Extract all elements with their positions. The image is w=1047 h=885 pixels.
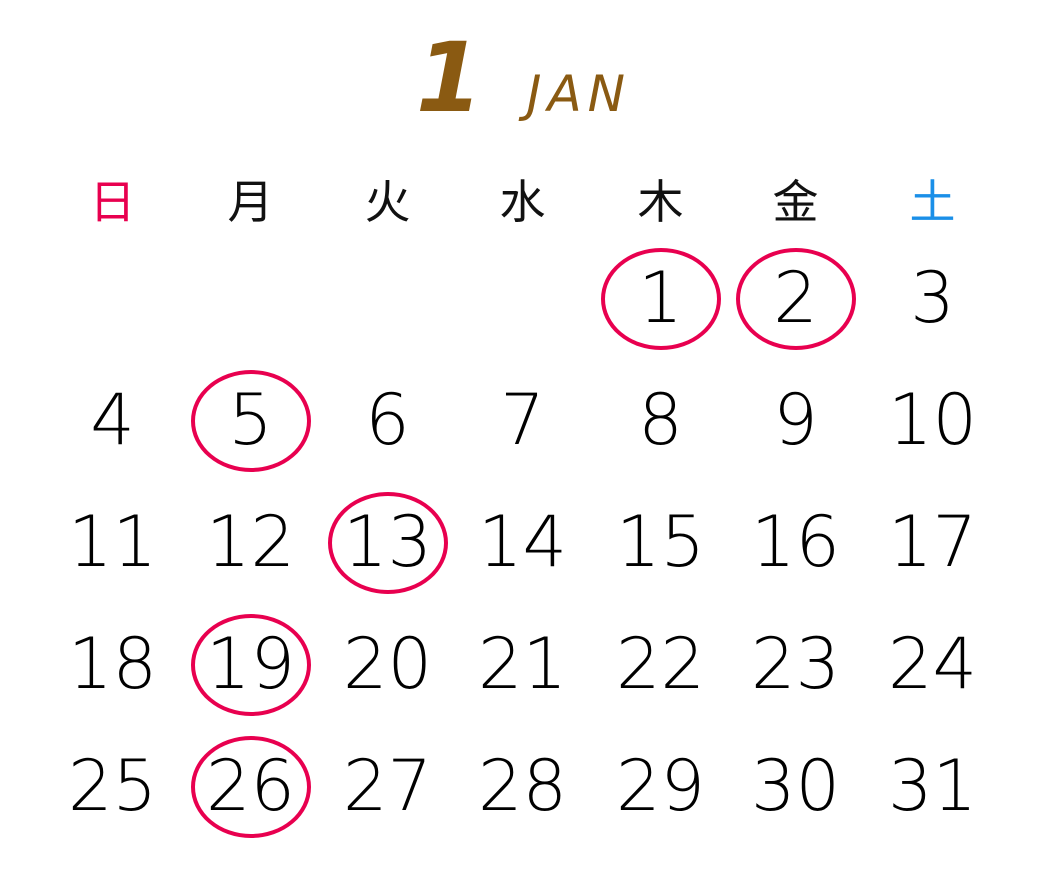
- day-cell: 22: [615, 623, 706, 705]
- month-name: JAN: [526, 65, 632, 123]
- day-cell-circled: 2: [727, 243, 864, 353]
- day-cell: 20: [342, 623, 433, 705]
- weekday-label: 日: [89, 175, 136, 229]
- day-cell: 10: [887, 379, 978, 461]
- day-cell: 11: [67, 501, 158, 583]
- day-cell: 23: [750, 623, 841, 705]
- day-cell: 24: [887, 623, 978, 705]
- day-cell: 4: [90, 379, 135, 461]
- weekday-label: 土: [909, 175, 956, 229]
- day-cell: 21: [477, 623, 568, 705]
- day-cell-circled: 13: [319, 487, 456, 597]
- day-cell: 27: [342, 745, 433, 827]
- month-number: 1: [415, 22, 483, 134]
- day-cell: 3: [910, 257, 955, 339]
- day-cell: 28: [477, 745, 568, 827]
- day-cell: 31: [887, 745, 978, 827]
- day-cell: 8: [638, 379, 683, 461]
- weekday-label: 月: [227, 175, 274, 229]
- day-cell-circled: 5: [182, 365, 319, 475]
- weekday-label: 金: [772, 175, 819, 229]
- weekday-label: 火: [364, 175, 411, 229]
- day-cell: 18: [67, 623, 158, 705]
- day-cell: 7: [500, 379, 545, 461]
- day-cell: 12: [205, 501, 296, 583]
- day-cell: 14: [477, 501, 568, 583]
- weekday-label: 木: [637, 175, 684, 229]
- day-cell: 17: [887, 501, 978, 583]
- day-cell: 9: [773, 379, 818, 461]
- day-cell: 16: [750, 501, 841, 583]
- weekday-label: 水: [499, 175, 546, 229]
- month-title: 1 JAN: [0, 22, 1047, 134]
- day-cell: 30: [750, 745, 841, 827]
- day-cell: 25: [67, 745, 158, 827]
- day-cell: 6: [365, 379, 410, 461]
- day-cell-circled: 19: [182, 609, 319, 719]
- day-cell-circled: 1: [592, 243, 729, 353]
- day-cell-circled: 26: [182, 731, 319, 841]
- day-cell: 29: [615, 745, 706, 827]
- day-cell: 15: [615, 501, 706, 583]
